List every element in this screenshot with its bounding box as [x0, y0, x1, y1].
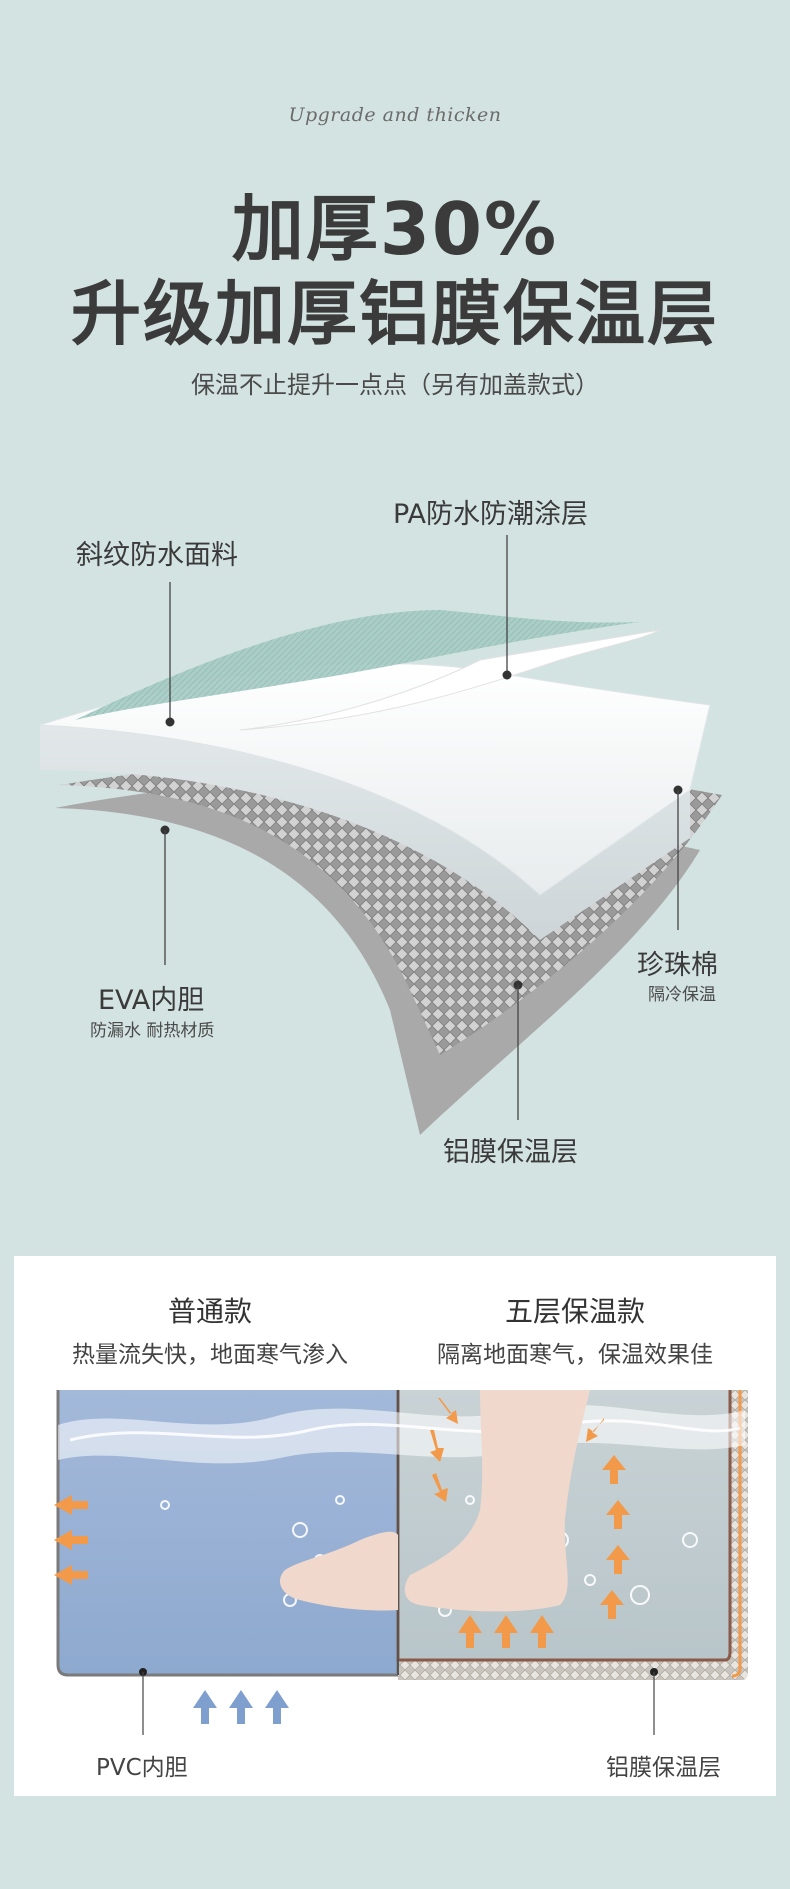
insulated-desc: 隔离地面寒气，保温效果佳	[437, 1342, 713, 1368]
foam-side	[40, 725, 690, 940]
fabric-layer	[75, 610, 640, 720]
standard-title: 普通款	[167, 1295, 252, 1328]
callout-pvc: PVC内胆	[96, 1755, 188, 1781]
label-pearl: 珍珠棉	[637, 950, 718, 981]
callout-foil: 铝膜保温层	[606, 1755, 721, 1781]
eyebrow-text: Upgrade and thicken	[288, 104, 502, 126]
label-fabric: 斜纹防水面料	[76, 540, 238, 571]
foot-left	[280, 1531, 398, 1611]
standard-tub	[56, 1390, 400, 1677]
foot-right	[404, 1390, 590, 1612]
headline-line-1: 加厚30%	[231, 187, 559, 271]
ground-cold-arrows	[193, 1690, 289, 1724]
heat-retained-arrows	[430, 1398, 630, 1648]
standard-desc: 热量流失快，地面寒气渗入	[72, 1342, 348, 1368]
label-pearl-sub: 隔冷保温	[648, 985, 716, 1005]
label-coating: PA防水防潮涂层	[393, 499, 589, 530]
headline-line-2: 升级加厚铝膜保温层	[71, 273, 719, 355]
label-eva: EVA内胆	[98, 985, 205, 1016]
heat-loss-arrows	[54, 1495, 88, 1585]
layer-illustration	[39, 535, 722, 1135]
coating-layer	[239, 629, 661, 731]
subtitle: 保温不止提升一点点（另有加盖款式）	[191, 371, 599, 399]
comparison-illustration	[54, 1390, 748, 1735]
label-foil: 铝膜保温层	[443, 1137, 578, 1168]
insulated-title: 五层保温款	[504, 1295, 645, 1328]
label-eva-sub: 防漏水 耐热材质	[90, 1021, 215, 1041]
